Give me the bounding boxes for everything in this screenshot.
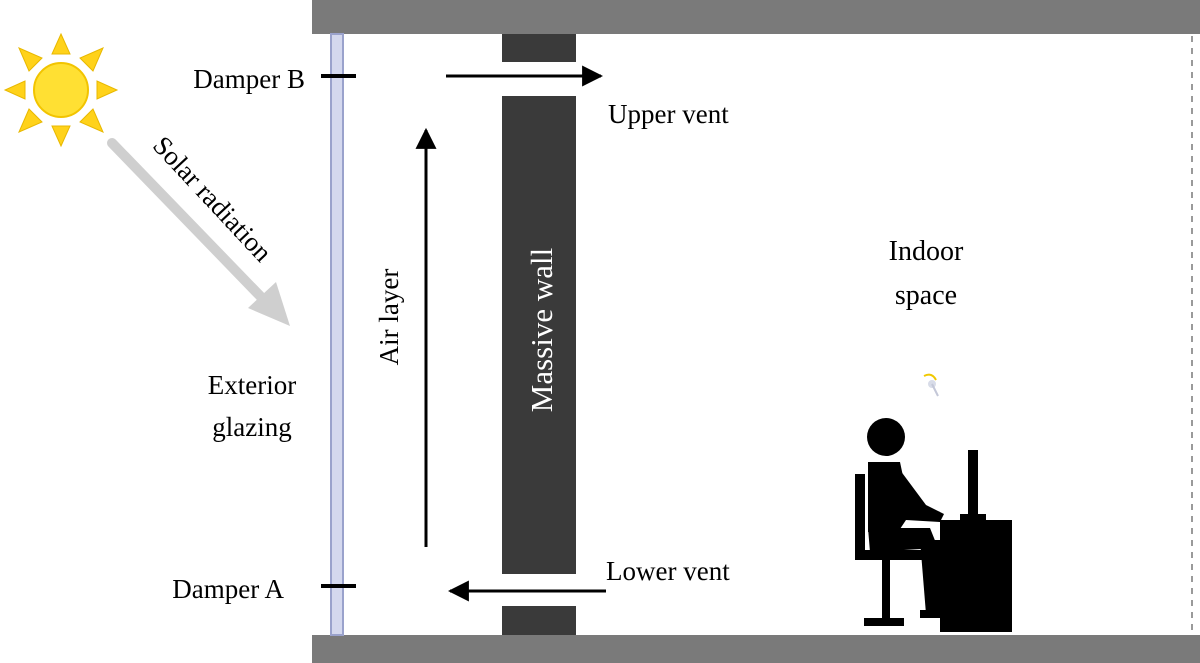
sun-icon <box>3 32 119 148</box>
person-at-desk-icon <box>855 418 1012 632</box>
damper-a-label: Damper A <box>172 574 284 604</box>
lower-vent-label: Lower vent <box>606 556 730 586</box>
desk-lamp-icon <box>923 373 939 397</box>
air-layer-label: Air layer <box>374 269 404 366</box>
indoor-space-label-line1: Indoor <box>889 236 964 267</box>
massive-wall-bottom-segment <box>502 606 576 635</box>
massive-wall-top-segment <box>502 34 576 62</box>
exterior-glazing-pane <box>330 33 344 636</box>
indoor-space-label-line2: space <box>895 280 957 311</box>
exterior-glazing-label-line2: glazing <box>212 412 291 442</box>
ceiling-slab <box>312 0 1200 34</box>
massive-wall-main <box>502 96 576 574</box>
upper-vent-label: Upper vent <box>608 99 729 129</box>
massive-wall-label: Massive wall <box>524 248 559 412</box>
damper-b-label: Damper B <box>193 64 305 94</box>
floor-slab <box>312 635 1200 663</box>
solar-radiation-arrow <box>107 138 290 326</box>
exterior-glazing-label-line1: Exterior <box>208 370 296 400</box>
